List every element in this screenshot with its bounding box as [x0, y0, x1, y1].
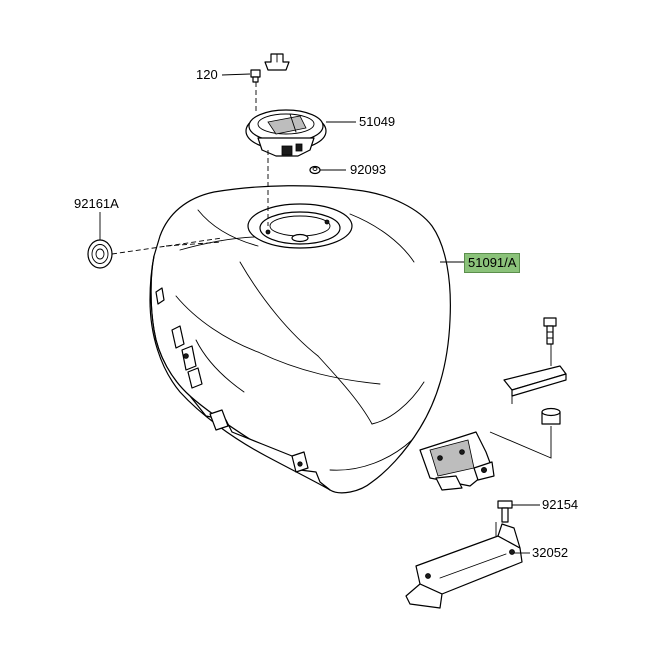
leader-lines	[99, 73, 540, 554]
rear-mount-bolt	[543, 317, 557, 345]
top-bolt	[264, 53, 290, 71]
label-32052: 32052	[532, 545, 569, 560]
nut-92093-part	[309, 165, 321, 175]
fuel-tank-body	[149, 185, 495, 494]
bracket-32052-part	[405, 523, 523, 609]
grommet-92161a-part	[87, 239, 113, 269]
label-51049: 51049	[359, 114, 396, 129]
label-92093: 92093	[350, 162, 387, 177]
label-120: 120	[196, 67, 218, 82]
bolt-120-part	[250, 69, 261, 83]
bolt-92154-part	[497, 500, 513, 523]
fuel-cap-51049-part	[245, 109, 327, 157]
label-51091a-highlighted[interactable]: 51091/A	[464, 253, 521, 273]
rear-mount-rubber	[541, 407, 561, 425]
rear-mount-plate	[503, 365, 567, 397]
label-92161a: 92161A	[74, 196, 119, 211]
label-92154: 92154	[542, 497, 579, 512]
